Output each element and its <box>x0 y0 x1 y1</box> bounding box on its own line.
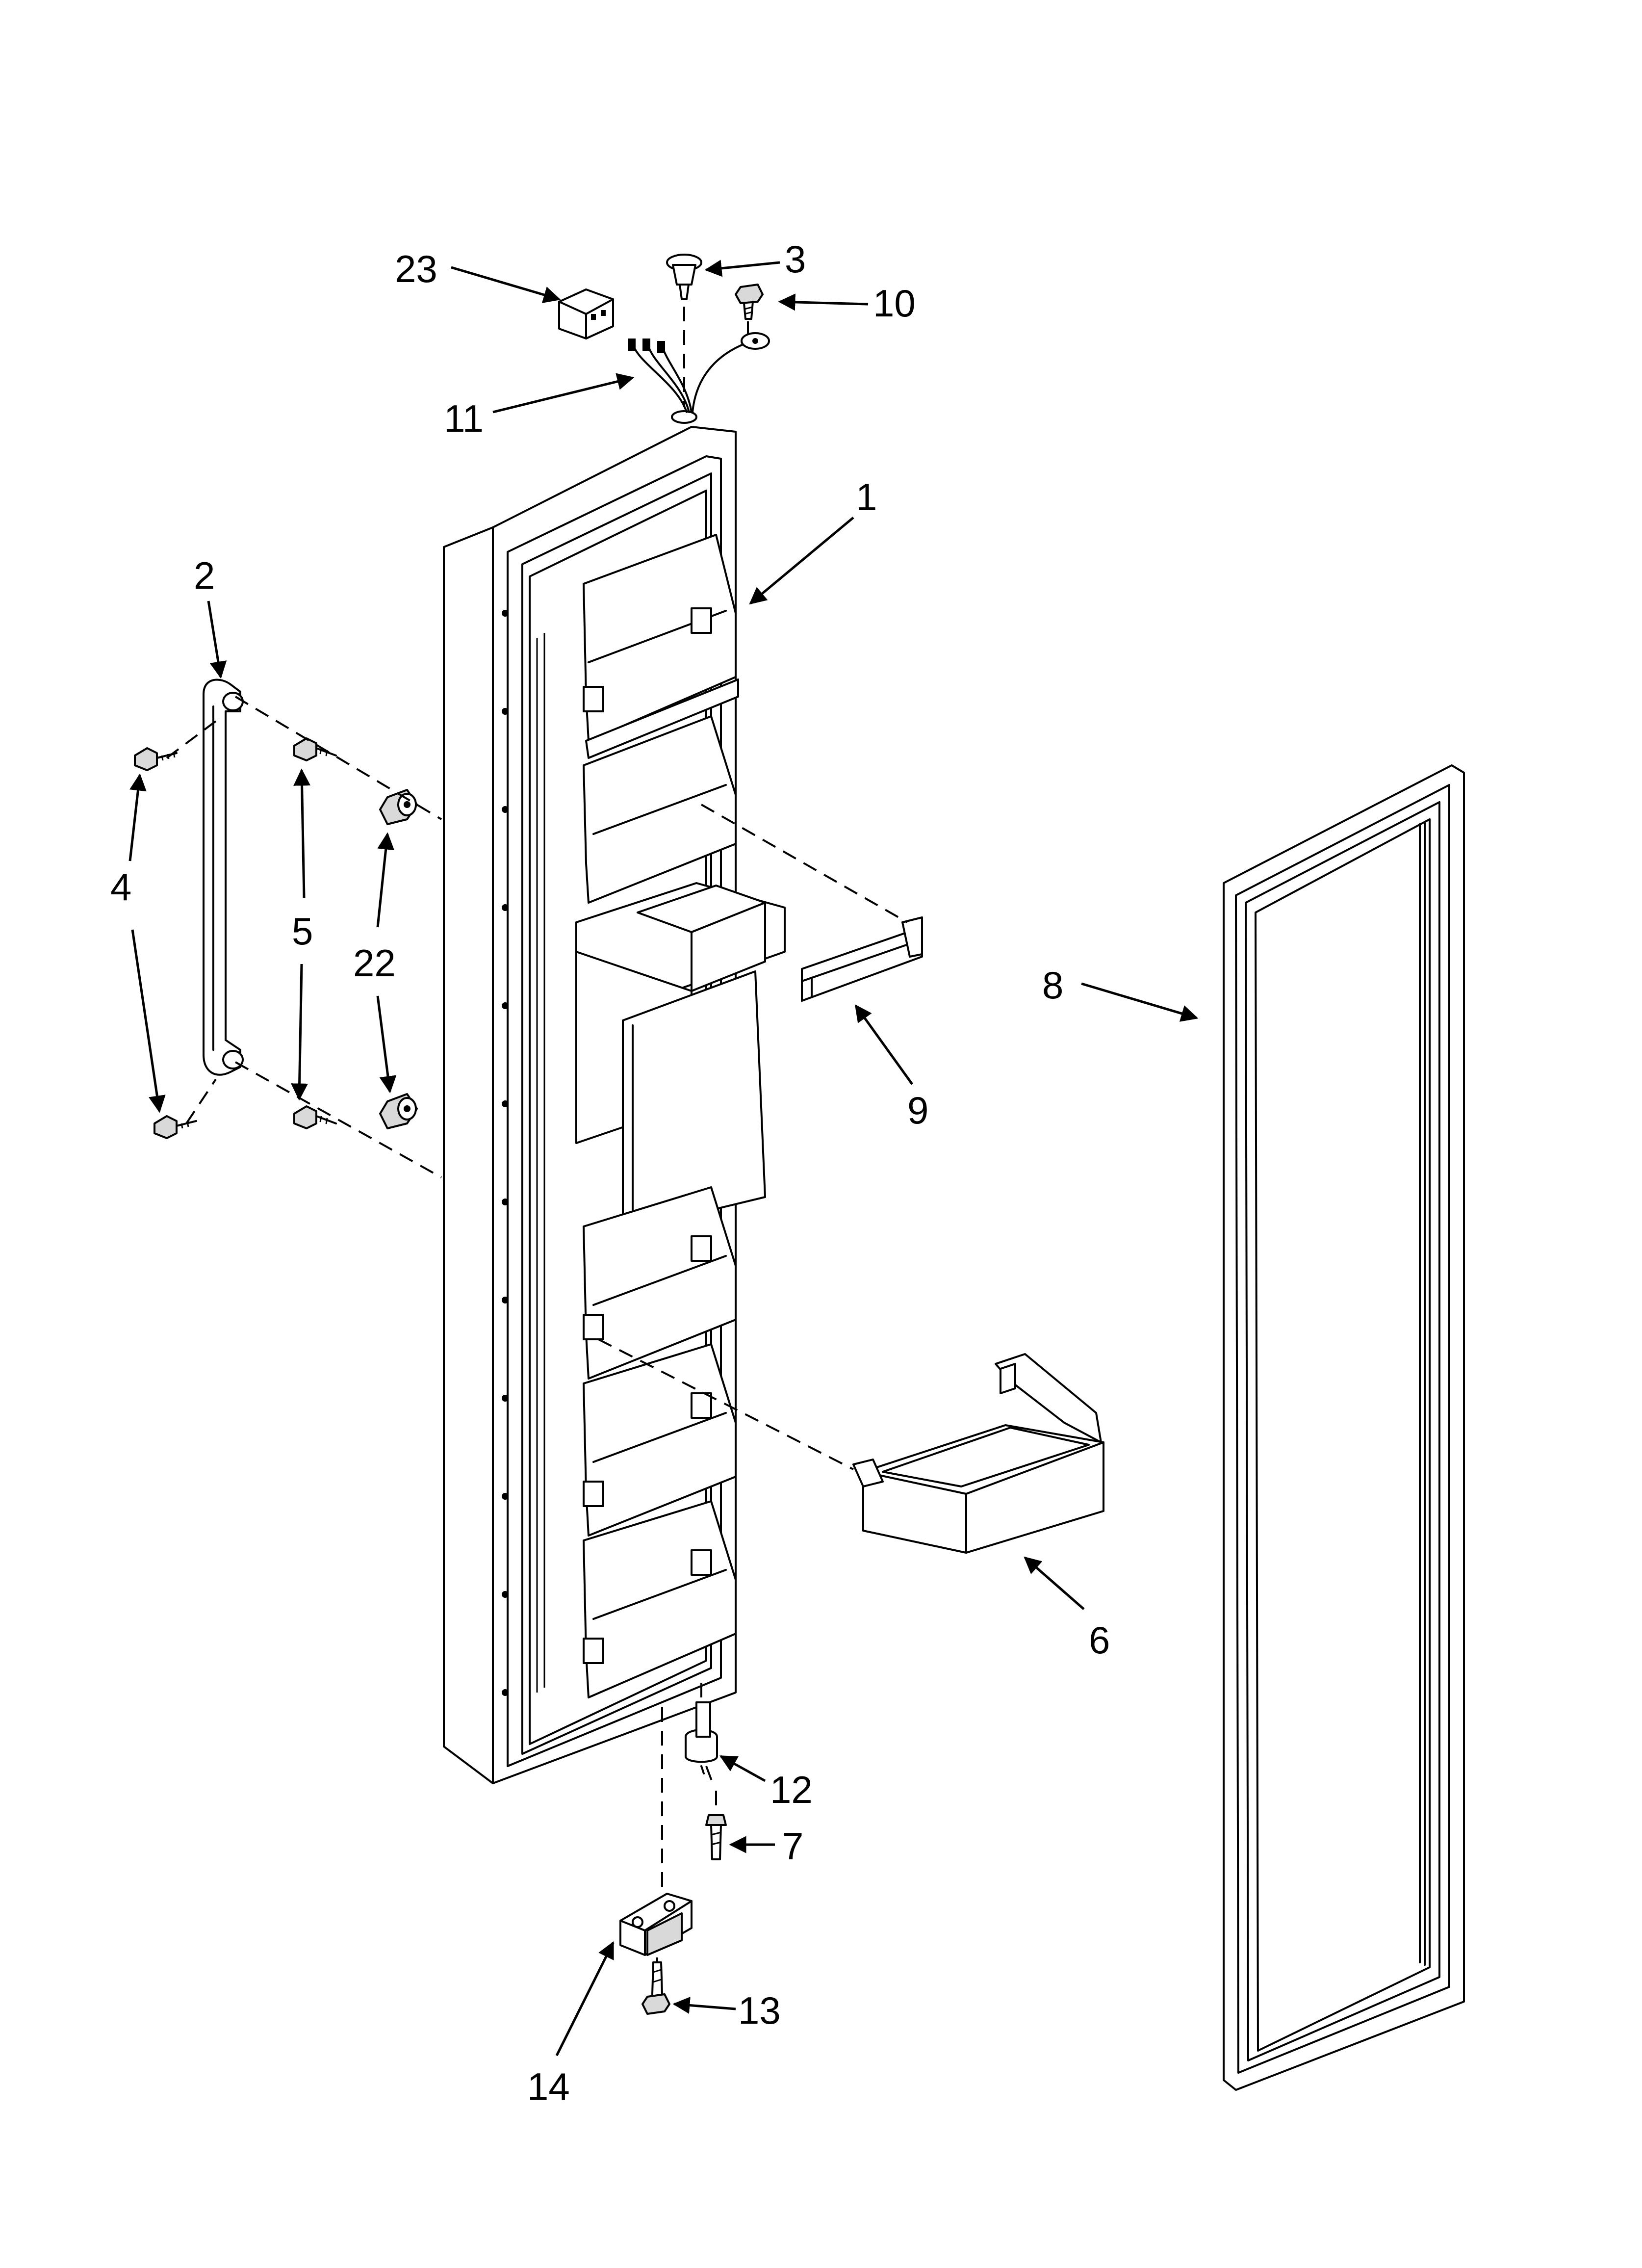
part-4-handle-screws <box>134 747 197 1139</box>
part-10-screw <box>735 284 764 320</box>
door-assembly <box>443 410 786 1784</box>
callout-5: 5 <box>292 910 313 953</box>
part-6-door-bin <box>598 1338 1104 1554</box>
part-11-wire-harness <box>628 307 770 413</box>
part-12-hinge-pin <box>685 1683 718 1786</box>
callout-6: 6 <box>1089 1618 1110 1662</box>
part-14-hinge-plate <box>619 1707 693 1956</box>
part-3-door-plug <box>666 254 702 300</box>
callout-8: 8 <box>1042 964 1063 1007</box>
callout-1: 1 <box>856 475 877 519</box>
liner-ribs <box>536 633 545 1693</box>
door-screw-holes <box>502 610 509 1696</box>
callout-9: 9 <box>907 1089 928 1132</box>
callout-13: 13 <box>738 1989 781 2032</box>
callout-arrows <box>128 260 1199 2057</box>
callout-labels: 23 3 10 11 1 2 4 5 22 9 8 6 12 7 13 14 <box>110 237 1110 2108</box>
part-23-wire-connector <box>558 288 614 339</box>
handle-mount-lines <box>166 696 442 1178</box>
callout-2: 2 <box>194 554 215 597</box>
callout-12: 12 <box>770 1768 813 1811</box>
shelf-clips <box>583 607 712 1664</box>
callout-4: 4 <box>110 865 131 909</box>
callout-22: 22 <box>353 941 396 985</box>
part-5-screws <box>293 737 337 1129</box>
part-9-trim-strip <box>701 804 923 1002</box>
part-8-door-gasket <box>1223 764 1465 2091</box>
callout-3: 3 <box>785 237 806 281</box>
callout-7: 7 <box>782 1825 803 1868</box>
callout-11: 11 <box>444 397 484 440</box>
callout-10: 10 <box>873 282 916 325</box>
part-7-screw <box>705 1791 727 1860</box>
callout-14: 14 <box>527 2065 570 2108</box>
part-13-screw <box>641 1957 670 2015</box>
part-2-door-handle <box>203 678 244 1076</box>
callout-23: 23 <box>395 247 437 290</box>
